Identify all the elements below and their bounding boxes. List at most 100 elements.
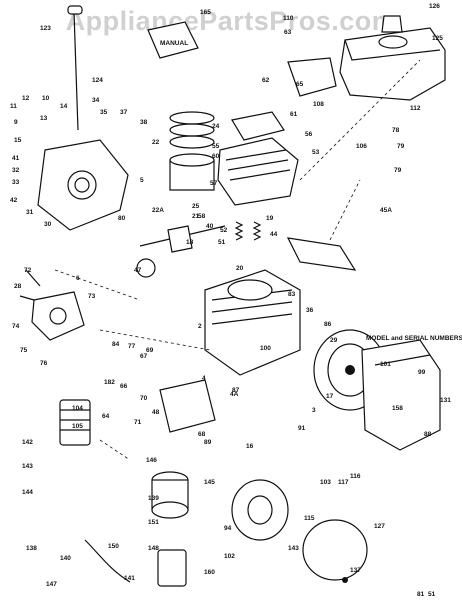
blower-housing[interactable] <box>361 339 441 451</box>
piston[interactable] <box>169 153 215 191</box>
part-number-label: 4A <box>230 391 239 398</box>
crankcase-cover[interactable] <box>37 139 129 231</box>
part-number-label: 42 <box>10 197 18 204</box>
part-number-label: 77 <box>128 343 136 350</box>
part-number-label: 160 <box>204 569 215 576</box>
part-number-label: 76 <box>40 360 48 367</box>
part-number-label: 58 <box>198 213 206 220</box>
watermark: AppliancePartsPros.com <box>65 6 397 36</box>
part-number-label: 147 <box>46 581 57 588</box>
part-number-label: 158 <box>392 405 403 412</box>
assembly-line <box>54 59 421 461</box>
part-number-label: 137 <box>350 567 361 574</box>
part-number-label: 11 <box>10 103 17 110</box>
part-number-label: 139 <box>148 495 159 502</box>
part-number-label: 79 <box>397 143 405 150</box>
cylinder-head[interactable] <box>217 137 299 206</box>
part-number-label: 104 <box>72 405 83 412</box>
part-number-label: 103 <box>320 479 331 486</box>
part-number-label: 138 <box>26 545 37 552</box>
part-number-label: 94 <box>224 525 232 532</box>
part-number-label: 79 <box>394 167 402 174</box>
part-number-label: 51 <box>428 591 436 598</box>
part-number-label: 126 <box>429 3 440 10</box>
part-number-label: 57 <box>210 180 218 187</box>
part-number-label: 75 <box>20 347 28 354</box>
head-gasket[interactable] <box>231 111 285 141</box>
part-number-label: 105 <box>72 423 83 430</box>
part-number-label: 143 <box>288 545 299 552</box>
part-number-label: 63 <box>284 29 292 36</box>
fuel-line[interactable] <box>84 539 131 583</box>
part-number-label: 146 <box>146 457 157 464</box>
part-number-label: 102 <box>224 553 235 560</box>
valve-springs[interactable] <box>234 221 262 241</box>
part-number-label: 143 <box>22 463 33 470</box>
part-number-label: 4 <box>202 375 206 382</box>
part-number-label: 15 <box>14 137 22 144</box>
part-number-label: 148 <box>148 545 159 552</box>
part-number-label: 22A <box>152 207 164 214</box>
part-number-label: 106 <box>356 143 367 150</box>
filter-cup[interactable] <box>151 471 189 519</box>
part-number-label: 112 <box>410 105 421 112</box>
part-number-label: 6 <box>76 275 80 282</box>
part-number-label: 24 <box>212 123 220 130</box>
owners-manual[interactable]: MANUAL <box>147 21 199 59</box>
part-number-label: 44 <box>270 231 278 238</box>
part-number-label: 40 <box>206 223 214 230</box>
part-number-label: 55 <box>212 143 220 150</box>
part-number-label: 41 <box>12 155 20 162</box>
part-number-label: 47 <box>134 267 142 274</box>
part-number-label: 110 <box>283 15 294 22</box>
part-number-label: 68 <box>198 431 206 438</box>
part-number-label: 84 <box>112 341 120 348</box>
part-number-label: 32 <box>12 167 20 174</box>
part-number-label: 33 <box>12 179 20 186</box>
part-number-label: 151 <box>148 519 159 526</box>
part-number-label: 56 <box>305 131 313 138</box>
part-number-label: 131 <box>440 397 451 404</box>
part-number-label: 21 <box>192 213 200 220</box>
piston-rings[interactable] <box>169 111 215 149</box>
part-number-label: 78 <box>392 127 400 134</box>
filter-element-lower[interactable] <box>157 549 187 587</box>
part-number-label: 18 <box>186 239 194 246</box>
part-number-label: 5 <box>140 177 144 184</box>
part-number-label: 48 <box>152 409 160 416</box>
part-number-label: 141 <box>124 575 135 582</box>
carburetor[interactable] <box>31 291 85 341</box>
part-number-label: 80 <box>118 215 126 222</box>
part-number-label: 31 <box>26 209 34 216</box>
part-number-label: 117 <box>338 479 349 486</box>
part-number-label: 69 <box>146 347 154 354</box>
crankshaft[interactable] <box>139 225 226 253</box>
part-number-label: 9 <box>14 119 18 126</box>
air-filter-element[interactable] <box>59 399 91 446</box>
part-number-label: 140 <box>60 555 71 562</box>
svg-text:MANUAL: MANUAL <box>160 40 188 47</box>
part-number-label: 145 <box>204 479 215 486</box>
part-number-label: 125 <box>432 35 443 42</box>
air-cleaner-cover[interactable] <box>339 15 446 101</box>
part-number-label: 51 <box>218 239 226 246</box>
bracket-part[interactable] <box>287 57 337 97</box>
part-number-label: 89 <box>204 439 212 446</box>
part-number-label: 20 <box>236 265 244 272</box>
part-number-label: 87 <box>232 387 240 394</box>
part-number-label: 66 <box>120 383 128 390</box>
part-number-label: 2 <box>198 323 202 330</box>
muffler[interactable] <box>159 379 216 433</box>
dipstick[interactable] <box>67 5 83 131</box>
cam-gear[interactable] <box>136 258 156 278</box>
governor-arm[interactable] <box>19 269 41 301</box>
cylinder-block[interactable] <box>204 269 301 376</box>
part-number-label: 17 <box>326 393 334 400</box>
starter-assembly[interactable] <box>231 479 368 583</box>
part-number-label: 37 <box>120 109 128 116</box>
part-number-label: 64 <box>102 413 110 420</box>
muffler-deflector[interactable] <box>286 237 357 271</box>
part-number-label: 22 <box>152 139 160 146</box>
part-number-label: 30 <box>44 221 52 228</box>
